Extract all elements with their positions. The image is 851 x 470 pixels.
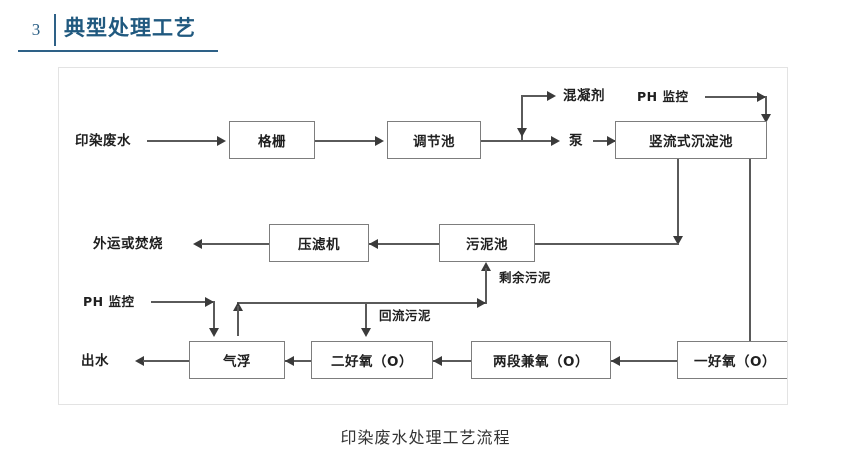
- line-aerobic1-to-facultative: [611, 360, 677, 362]
- arrow-to-effluent: [135, 356, 144, 366]
- line-settler-to-sludge: [677, 159, 679, 243]
- line-ph-top-down: [765, 96, 767, 120]
- figure-caption: 印染废水处理工艺流程: [340, 428, 511, 447]
- arrow-junction-down: [517, 128, 527, 137]
- arrow-return-to-excess-riser: [477, 298, 486, 308]
- arrow-sludgetank-to-press: [369, 239, 378, 249]
- box-vertical-settler: 竖流式沉淀池: [615, 121, 767, 159]
- arrow-ph-top-into-settler: [761, 114, 771, 123]
- line-press-to-haul: [201, 243, 269, 245]
- arrow-ph-top-right: [757, 92, 766, 102]
- line-coagulant-horizontal: [521, 95, 549, 97]
- label-influent: 印染废水: [75, 133, 131, 149]
- arrow-return-into-aerobic2: [361, 328, 371, 337]
- header-divider: [54, 14, 56, 46]
- line-influent-to-grille: [147, 140, 219, 142]
- label-ph-monitor-top: PH 监控: [637, 89, 689, 104]
- line-sludgetank-to-press: [369, 243, 439, 245]
- arrow-grille-to-regulating: [375, 136, 384, 146]
- header-underline: [18, 50, 218, 52]
- line-excess-sludge-vertical: [485, 268, 487, 302]
- box-second-aerobic: 二好氧（O）: [311, 341, 433, 379]
- line-regulating-to-junction: [481, 140, 521, 142]
- label-ph-monitor-bottom: PH 监控: [83, 294, 135, 309]
- label-effluent: 出水: [81, 353, 109, 369]
- line-flotation-to-effluent: [143, 360, 189, 362]
- box-air-flotation: 气浮: [189, 341, 285, 379]
- line-ph-bottom-horizontal: [151, 301, 213, 303]
- arrow-facultative-to-aerobic2: [433, 356, 442, 366]
- arrow-aerobic1-to-facultative: [611, 356, 620, 366]
- arrow-settler-to-sludge-row: [673, 236, 683, 245]
- box-filter-press: 压滤机: [269, 224, 369, 262]
- line-return-to-aerobic2: [365, 302, 367, 334]
- line-sludge-row-horizontal: [499, 243, 679, 245]
- box-first-aerobic: 一好氧（O）: [677, 341, 787, 379]
- box-regulating-tank: 调节池: [387, 121, 481, 159]
- box-two-stage-facultative: 两段兼氧（O）: [471, 341, 611, 379]
- label-coagulant: 混凝剂: [563, 88, 605, 104]
- arrow-to-haul-or-burn: [193, 239, 202, 249]
- arrow-ph-bottom-into-flotation: [209, 328, 219, 337]
- line-facultative-to-aerobic2: [433, 360, 477, 362]
- line-junction-to-pump: [521, 140, 553, 142]
- arrow-to-pump: [551, 136, 560, 146]
- label-return-sludge: 回流污泥: [379, 308, 432, 323]
- page-title: 典型处理工艺: [64, 17, 196, 40]
- line-settler-to-aerobic1: [749, 159, 751, 355]
- process-flow-diagram: 印染废水 格栅 调节池 混凝剂 泵 PH 监控 竖流式沉淀池 外运或焚烧 压滤机…: [58, 67, 788, 405]
- arrow-ph-bottom-right: [205, 297, 214, 307]
- arrow-aerobic2-to-flotation: [285, 356, 294, 366]
- arrow-influent-to-grille: [217, 136, 226, 146]
- box-sludge-tank: 污泥池: [439, 224, 535, 262]
- line-ph-top-horizontal: [705, 96, 765, 98]
- label-haul-or-burn: 外运或焚烧: [93, 236, 163, 252]
- arrow-pump-to-settler: [607, 136, 616, 146]
- section-header: 3 典型处理工艺: [0, 8, 851, 52]
- line-return-left-riser: [237, 306, 239, 336]
- label-pump: 泵: [569, 133, 583, 149]
- arrow-to-coagulant: [547, 91, 556, 101]
- section-number: 3: [31, 20, 41, 39]
- line-return-sludge-trunk: [237, 302, 487, 304]
- line-ph-bottom-down: [213, 301, 215, 335]
- arrow-excess-sludge-up: [481, 262, 491, 271]
- box-grille: 格栅: [229, 121, 315, 159]
- line-junction-up: [521, 95, 523, 140]
- label-excess-sludge: 剩余污泥: [499, 270, 552, 285]
- line-grille-to-regulating: [315, 140, 377, 142]
